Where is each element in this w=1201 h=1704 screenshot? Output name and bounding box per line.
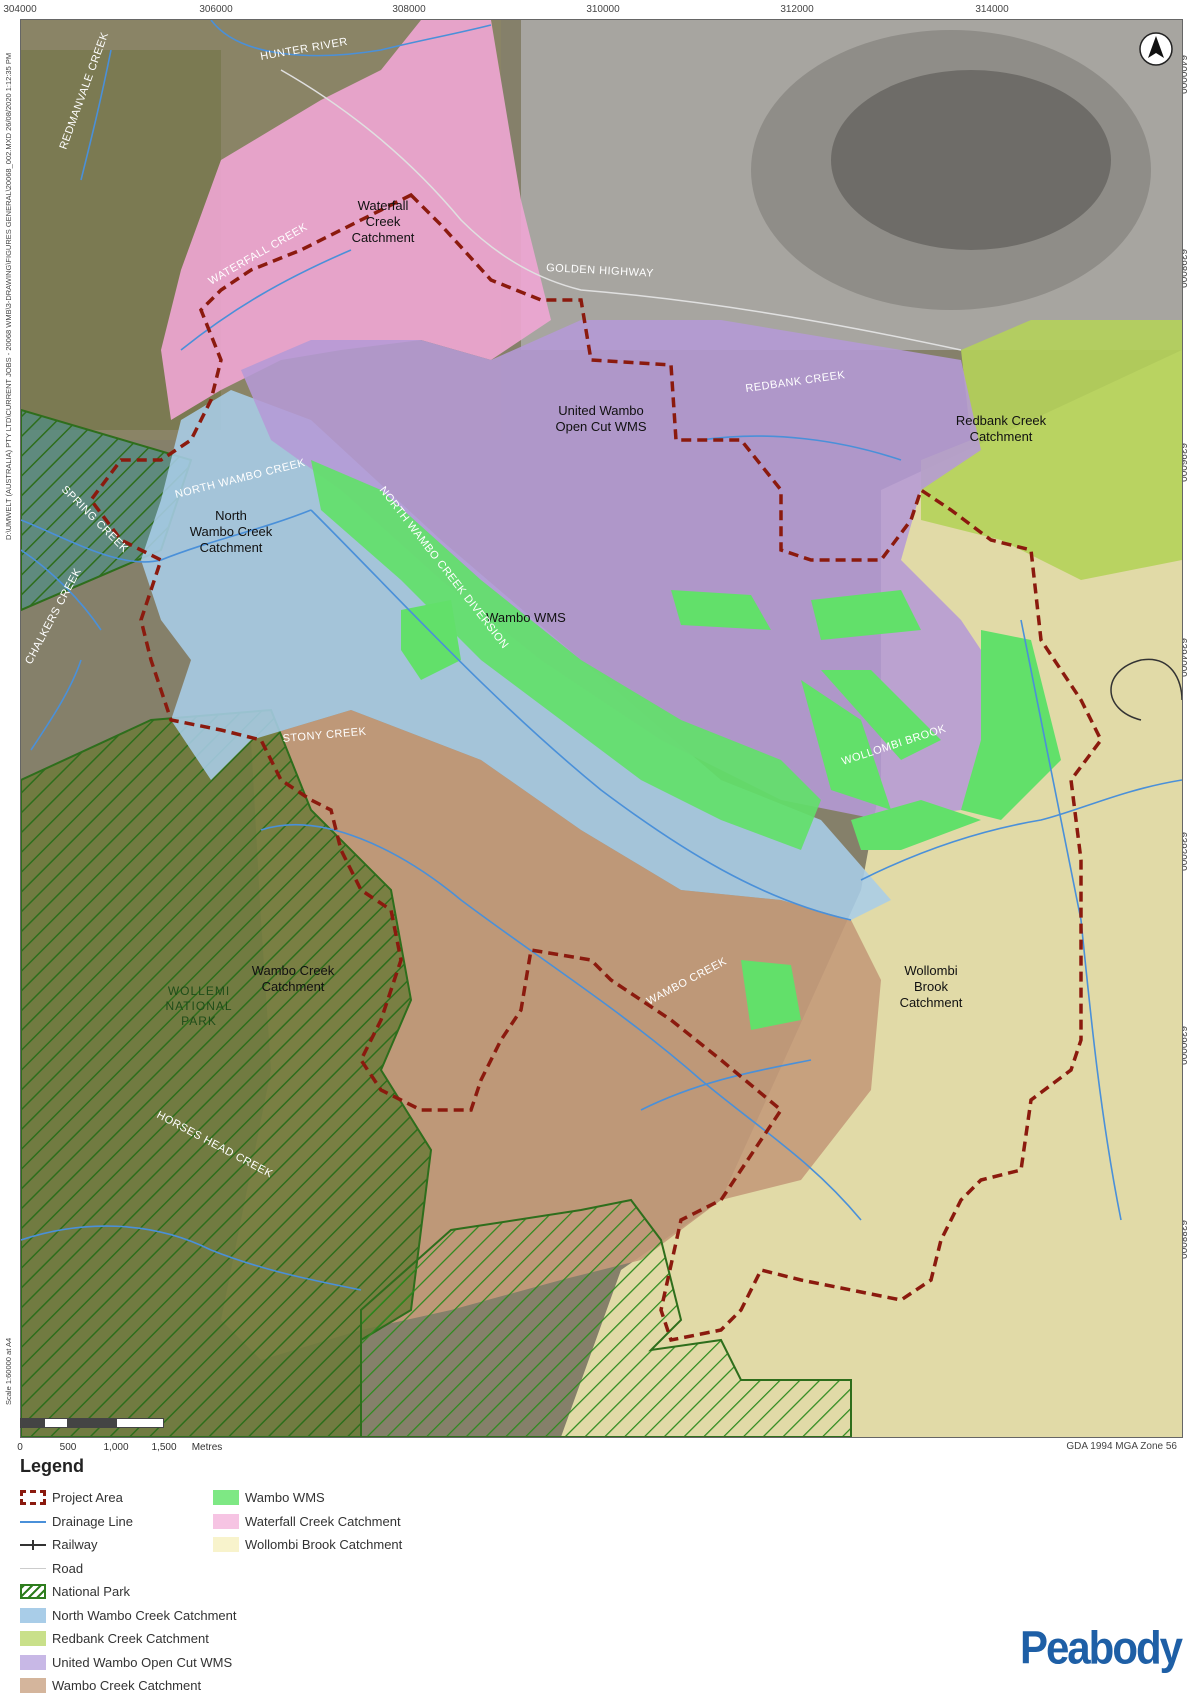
wambo-wms-area[interactable] xyxy=(741,960,801,1030)
wambo-wms-area[interactable] xyxy=(801,680,891,810)
legend-item-road: Road xyxy=(20,1557,236,1581)
drainage-lines xyxy=(21,20,1182,1291)
scale-bar xyxy=(20,1418,180,1430)
united-wambo-swatch xyxy=(20,1654,46,1670)
national-park-swatch xyxy=(20,1584,46,1600)
legend-label: Railway xyxy=(52,1537,98,1553)
spring-creek-line xyxy=(21,549,102,631)
legend-item-drainage-line: Drainage Line xyxy=(20,1510,236,1534)
wambo-wms-area[interactable] xyxy=(961,630,1061,820)
wollombi-tributary-line xyxy=(1020,619,1122,1221)
legend-item-north-wambo: North Wambo Creek Catchment xyxy=(20,1604,236,1628)
scale-tick: 1,500 xyxy=(151,1442,177,1453)
scale-unit: Metres xyxy=(191,1442,223,1453)
scale-text: Scale 1:60000 at A4 xyxy=(4,1337,13,1405)
horses-head-creek-line xyxy=(21,1225,362,1291)
wambo-wms-swatch xyxy=(213,1490,239,1506)
legend-label: Wambo Creek Catchment xyxy=(52,1678,202,1694)
legend-title: Legend xyxy=(20,1456,85,1476)
golden-highway-road xyxy=(280,69,962,351)
redbank-swatch xyxy=(20,1631,46,1647)
wambo-creek-line xyxy=(640,1059,812,1111)
legend-label: Redbank Creek Catchment xyxy=(52,1631,209,1647)
legend-item-national-park: National Park xyxy=(20,1580,236,1604)
north-wambo-diversion-line xyxy=(310,509,852,921)
wambo-wms-area[interactable] xyxy=(851,800,981,850)
legend-label: Road xyxy=(52,1560,84,1576)
legend-label: Project Area xyxy=(52,1490,123,1506)
legend-label: Wollombi Brook Catchment xyxy=(245,1537,403,1553)
scale-tick: 0 xyxy=(17,1442,23,1453)
legend-item-project-area: Project Area xyxy=(20,1486,236,1510)
wambo-wms-area[interactable] xyxy=(811,590,921,640)
national-park-south xyxy=(360,1198,852,1437)
legend-item-united-wambo: United Wambo Open Cut WMS xyxy=(20,1651,236,1675)
north-arrow-icon xyxy=(1139,32,1173,66)
wollombi-swatch xyxy=(213,1537,239,1553)
open-cut-pit-inner xyxy=(831,70,1111,250)
stony-creek-line xyxy=(260,823,862,1221)
project-area-swatch xyxy=(20,1490,46,1506)
legend-label: Drainage Line xyxy=(52,1513,133,1529)
road-swatch xyxy=(20,1561,46,1576)
legend-item-wollombi: Wollombi Brook Catchment xyxy=(213,1533,402,1557)
legend-label: Wambo WMS xyxy=(245,1490,325,1506)
easting-tick: 306000 xyxy=(199,4,233,15)
legend-label: Waterfall Creek Catchment xyxy=(245,1513,401,1529)
waterfall-creek-catchment[interactable] xyxy=(161,20,551,420)
hunter-river-line xyxy=(210,20,492,57)
easting-tick: 308000 xyxy=(392,4,426,15)
waterfall-swatch xyxy=(213,1513,239,1529)
legend-column-1: Project Area Drainage Line Railway Road … xyxy=(20,1486,236,1698)
legend-item-waterfall: Waterfall Creek Catchment xyxy=(213,1510,402,1534)
railway-swatch xyxy=(20,1537,46,1552)
easting-tick: 310000 xyxy=(586,4,620,15)
easting-tick: 314000 xyxy=(975,4,1009,15)
legend-item-railway: Railway xyxy=(20,1533,236,1557)
legend-item-wambo-wms: Wambo WMS xyxy=(213,1486,402,1510)
wambo-wms-area[interactable] xyxy=(671,590,771,630)
easting-tick: 312000 xyxy=(780,4,814,15)
coordinate-datum: GDA 1994 MGA Zone 56 xyxy=(1066,1441,1177,1452)
legend-label: United Wambo Open Cut WMS xyxy=(52,1654,233,1670)
legend-column-2: Wambo WMS Waterfall Creek Catchment Woll… xyxy=(213,1486,402,1557)
redmanvale-creek-line xyxy=(80,49,112,181)
united-wambo-open-cut-wms[interactable] xyxy=(241,320,1021,820)
waterfall-creek-line xyxy=(180,249,352,351)
wambo-wms-area[interactable] xyxy=(311,460,821,850)
file-path-text: D:\UMWELT (AUSTRALIA) PTY LTD\CURRENT JO… xyxy=(4,52,13,540)
project-area-boundary[interactable] xyxy=(88,192,1104,1343)
legend-item-wambo-creek: Wambo Creek Catchment xyxy=(20,1674,236,1698)
label-wambo-wms: Wambo WMS xyxy=(486,610,566,625)
railway-loop xyxy=(1110,658,1182,721)
peabody-logo: Peabody xyxy=(1019,1621,1183,1674)
chalkers-creek-line xyxy=(30,659,82,751)
drainage-line-swatch xyxy=(20,1514,46,1529)
easting-tick: 304000 xyxy=(3,4,37,15)
wambo-wms-area[interactable] xyxy=(821,670,941,760)
wollombi-brook-line xyxy=(860,779,1182,881)
north-wambo-swatch xyxy=(20,1607,46,1623)
label-golden-highway: GOLDEN HIGHWAY xyxy=(546,262,654,280)
north-wambo-creek-line xyxy=(21,509,312,563)
redbank-creek-catchment[interactable] xyxy=(921,320,1182,580)
scale-tick: 500 xyxy=(59,1442,77,1453)
legend-item-redbank: Redbank Creek Catchment xyxy=(20,1627,236,1651)
legend-label: North Wambo Creek Catchment xyxy=(52,1607,237,1623)
redbank-creek-line xyxy=(700,435,902,461)
scale-tick: 1,000 xyxy=(103,1442,129,1453)
legend-label: National Park xyxy=(52,1584,131,1600)
wambo-creek-swatch xyxy=(20,1678,46,1694)
wambo-wms-area[interactable] xyxy=(401,600,461,680)
